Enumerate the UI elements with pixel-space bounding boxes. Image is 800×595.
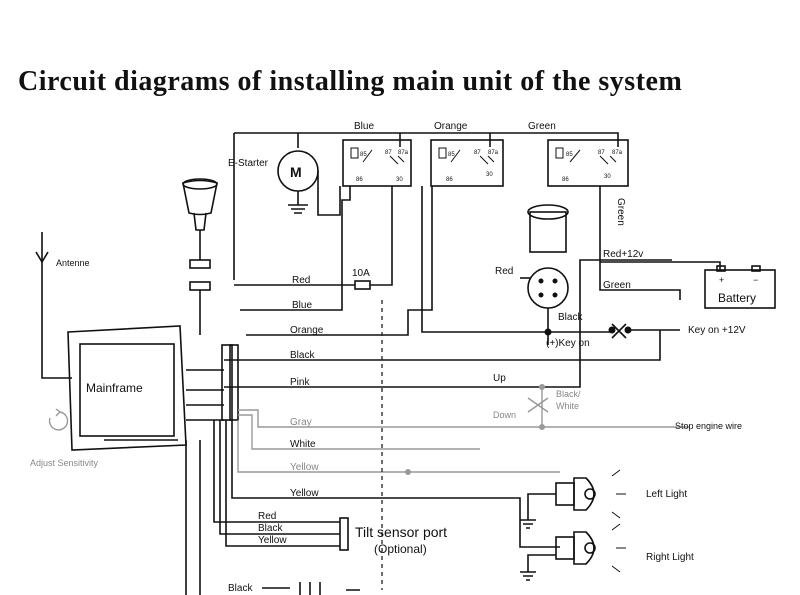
wire-orange: Orange xyxy=(246,186,433,336)
adjust-sensitivity-label: Adjust Sensitivity xyxy=(30,458,99,468)
relay-green-pin86: 86 xyxy=(562,177,569,183)
ground-icon xyxy=(288,204,308,214)
left-light-label: Left Light xyxy=(646,489,687,500)
wire-black: Black xyxy=(224,330,661,361)
bottom-port: Black xyxy=(185,440,360,595)
bulb-icon xyxy=(573,477,595,511)
wire-orange-label: Orange xyxy=(290,325,324,336)
wire-white-label: White xyxy=(290,439,316,450)
siren-icon xyxy=(182,178,218,335)
wire-yellow2-label: Yellow xyxy=(290,488,319,499)
e-starter: E-Starter M xyxy=(228,150,341,216)
tilt-optional-label: (Optional) xyxy=(374,542,427,556)
relay-blue-label: Blue xyxy=(354,121,374,132)
battery: + − Battery xyxy=(704,265,776,309)
relay-blue: Blue 85 87 87a 86 30 xyxy=(342,121,412,187)
stop-engine-label: Stop engine wire xyxy=(675,421,742,431)
key-on-line: Key on +12V xyxy=(421,186,746,339)
e-starter-label: E-Starter xyxy=(228,158,269,169)
relay-blue-pin85: 85 xyxy=(360,152,367,158)
wire-pink: Pink xyxy=(224,259,672,388)
relay-orange-label: Orange xyxy=(434,121,468,132)
mainframe: Mainframe xyxy=(67,325,224,451)
relay-green-pin85: 85 xyxy=(566,152,573,158)
fuse-icon xyxy=(354,280,371,290)
relay-orange-pin86: 86 xyxy=(446,177,453,183)
red12v-label: Red+12v xyxy=(603,249,643,260)
wire-blue-label: Blue xyxy=(292,300,312,311)
down-label: Down xyxy=(493,410,516,420)
ground-icon-right xyxy=(520,571,536,581)
key-on-label: (+)Key on xyxy=(546,338,590,349)
relay-orange-pin87a: 87a xyxy=(488,150,499,156)
tilt-sensor: Red Black Yellow Tilt sensor port (Optio… xyxy=(213,420,447,556)
battery-plus: + xyxy=(719,275,724,285)
antenne-label: Antenne xyxy=(56,258,90,268)
wire-black-label: Black xyxy=(290,350,315,361)
right-light-label: Right Light xyxy=(646,552,694,563)
wire-yellow-right: Yellow xyxy=(231,420,560,548)
tilt-port-label: Tilt sensor port xyxy=(355,524,447,540)
fuse-label: 10A xyxy=(352,268,370,279)
black-white-label-2: White xyxy=(556,401,579,411)
relay-blue-pin30: 30 xyxy=(396,177,403,183)
black-white-label-1: Black/ xyxy=(556,389,581,399)
relay-orange-pin87: 87 xyxy=(474,150,481,156)
ground-icon-left xyxy=(520,519,536,529)
battery-minus: − xyxy=(753,275,758,285)
relay-green: Green 85 87 87a 86 30 xyxy=(528,121,629,187)
ignition-red-label: Red xyxy=(495,266,513,277)
key-on-12v-label: Key on +12V xyxy=(688,325,746,336)
wire-pink-label: Pink xyxy=(290,377,310,388)
wire-red-label: Red xyxy=(292,275,310,286)
wire-gray: Gray xyxy=(238,409,690,428)
antenna-icon xyxy=(41,232,72,379)
wire-yellow-label: Yellow xyxy=(290,462,319,473)
tilt-black-label: Black xyxy=(258,523,283,534)
green-vertical-label: Green xyxy=(615,198,626,226)
relay-green-pin87: 87 xyxy=(598,150,605,156)
junction-icon xyxy=(405,469,411,475)
switch-icon xyxy=(611,323,627,339)
bottom-black-label: Black xyxy=(228,583,253,594)
antenna: Antenne xyxy=(35,232,90,379)
relay-blue-pin86: 86 xyxy=(356,177,363,183)
bulb-icon xyxy=(573,531,595,565)
wire-blue: Blue xyxy=(240,186,351,311)
wire-yellow-left: Yellow xyxy=(237,420,560,475)
left-light: Left Light xyxy=(520,469,687,529)
tilt-red-label: Red xyxy=(258,511,276,522)
relay-green-pin30: 30 xyxy=(604,174,611,180)
top-bus xyxy=(233,132,619,280)
tilt-yellow-label: Yellow xyxy=(258,535,287,546)
adjust-sensitivity[interactable]: Adjust Sensitivity xyxy=(30,408,99,468)
ignition-switch: Red Black (+)Key on xyxy=(495,204,590,349)
stop-engine-section: Up Down Black/ White Stop engine wire xyxy=(493,373,742,431)
green-battery-label: Green xyxy=(603,280,631,291)
relay-green-label: Green xyxy=(528,121,556,132)
relay-orange-pin30: 30 xyxy=(486,172,493,178)
wire-green: Green Green xyxy=(599,186,681,300)
wire-gray-label: Gray xyxy=(290,417,312,428)
motor-icon: M xyxy=(290,164,302,180)
relay-blue-pin87a: 87a xyxy=(398,150,409,156)
rotate-icon xyxy=(48,411,69,431)
relay-orange: Orange 85 87 87a 86 30 xyxy=(430,121,504,187)
relay-orange-pin85: 85 xyxy=(448,152,455,158)
wire-red: Red 10A xyxy=(234,186,393,290)
ignition-black-label: Black xyxy=(558,312,583,323)
relay-green-pin87a: 87a xyxy=(612,150,623,156)
scissors-icon xyxy=(527,397,549,413)
page-title: Circuit diagrams of installing main unit… xyxy=(18,66,683,97)
up-label: Up xyxy=(493,373,506,384)
connector-block xyxy=(221,344,239,421)
battery-label: Battery xyxy=(718,291,756,305)
wire-white: White xyxy=(238,414,480,450)
mainframe-label: Mainframe xyxy=(86,381,143,395)
right-light: Right Light xyxy=(520,523,694,581)
wire-red12v: Red+12v xyxy=(600,249,721,270)
relay-blue-pin87: 87 xyxy=(385,150,392,156)
